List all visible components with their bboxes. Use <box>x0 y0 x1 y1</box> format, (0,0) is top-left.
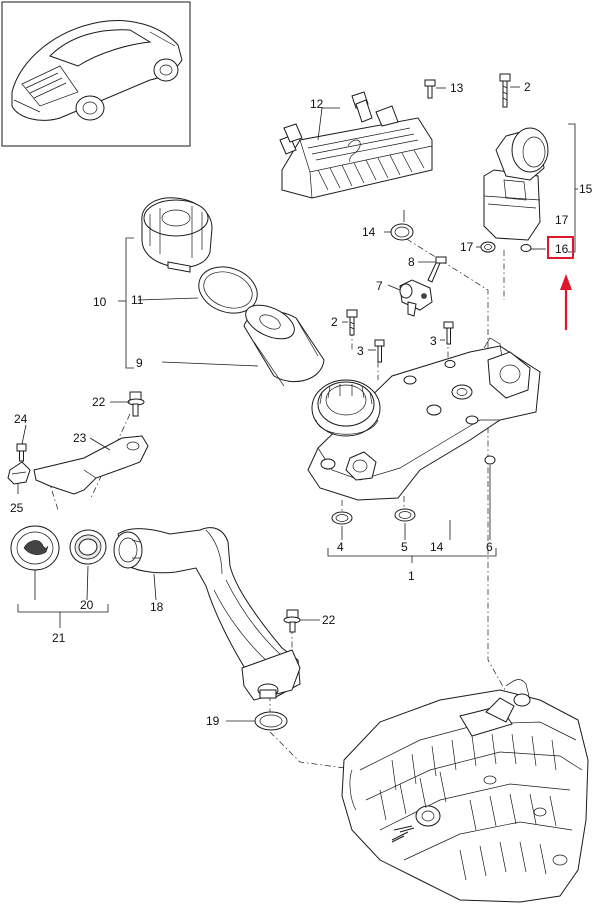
seal-ring-4 <box>331 511 353 525</box>
callout-12: 12 <box>310 97 324 111</box>
bolt-3-left <box>374 339 385 363</box>
callout-11: 11 <box>131 293 144 307</box>
callout-24: 24 <box>14 412 28 426</box>
bolt-2-upper <box>499 73 511 108</box>
callout-16: 16 <box>555 242 569 256</box>
callout-1: 1 <box>408 569 415 583</box>
callout-8: 8 <box>408 255 415 269</box>
callout-22-upper: 22 <box>92 395 106 409</box>
bolt-3-right <box>443 321 454 345</box>
callout-3-left: 3 <box>357 344 364 358</box>
callout-5: 5 <box>401 540 408 554</box>
callout-10: 10 <box>93 295 107 309</box>
callout-23: 23 <box>73 431 87 445</box>
seal-ring-14-upper <box>390 223 414 241</box>
callout-2-lower: 2 <box>331 315 338 329</box>
seal-20 <box>69 529 107 565</box>
screw-24 <box>16 443 27 462</box>
bracket-23 <box>33 435 149 495</box>
red-arrow-up-icon <box>560 274 572 330</box>
oil-filler-cap-21 <box>10 525 60 571</box>
o-ring-11 <box>198 266 258 314</box>
callout-4: 4 <box>337 540 344 554</box>
oil-filter-housing <box>307 337 541 501</box>
highlight-part-16 <box>547 236 574 330</box>
o-ring-16 <box>520 244 532 252</box>
callout-22-lower: 22 <box>322 613 336 627</box>
callout-19: 19 <box>206 714 220 728</box>
bolt-2-lower <box>346 309 358 336</box>
callout-labels: 12 13 2 15 17 14 17 16 8 7 2 3 3 10 11 9… <box>10 80 593 728</box>
callout-20: 20 <box>80 598 94 612</box>
callout-13: 13 <box>450 81 464 95</box>
oil-filter-cover <box>141 197 213 273</box>
oil-separator <box>483 127 549 241</box>
group-brackets <box>17 123 578 628</box>
callout-21: 21 <box>52 631 66 645</box>
callout-9: 9 <box>136 356 143 370</box>
callout-3-right: 3 <box>430 334 437 348</box>
bolt-22-upper <box>127 391 145 417</box>
callout-18: 18 <box>150 600 164 614</box>
callout-17-left: 17 <box>460 240 474 254</box>
callout-25: 25 <box>10 501 24 515</box>
filter-element-9 <box>243 304 325 387</box>
engine-block <box>341 679 589 903</box>
callout-14-upper: 14 <box>362 225 376 239</box>
leader-lines <box>17 86 546 722</box>
callout-2-upper: 2 <box>524 80 531 94</box>
callout-14-lower: 14 <box>430 540 444 554</box>
callout-7: 7 <box>376 279 383 293</box>
porsche-911-car-icon <box>11 20 183 121</box>
clip-25 <box>7 461 31 485</box>
vehicle-thumbnail <box>1 1 191 147</box>
bolt-22-lower <box>283 609 301 633</box>
highlight-box <box>547 236 574 259</box>
bolt-13 <box>424 79 436 99</box>
seal-ring-19 <box>254 711 288 731</box>
callout-15: 15 <box>579 182 593 196</box>
oil-cooler <box>279 91 433 199</box>
callout-6: 6 <box>486 540 493 554</box>
callout-17-right: 17 <box>555 213 569 227</box>
seal-ring-5 <box>394 508 416 522</box>
seal-ring-14-lower <box>484 455 496 465</box>
o-ring-17 <box>480 241 496 253</box>
sensor-7 <box>399 279 433 317</box>
oil-filler-tube-18 <box>113 527 301 701</box>
screw-8 <box>427 256 447 283</box>
